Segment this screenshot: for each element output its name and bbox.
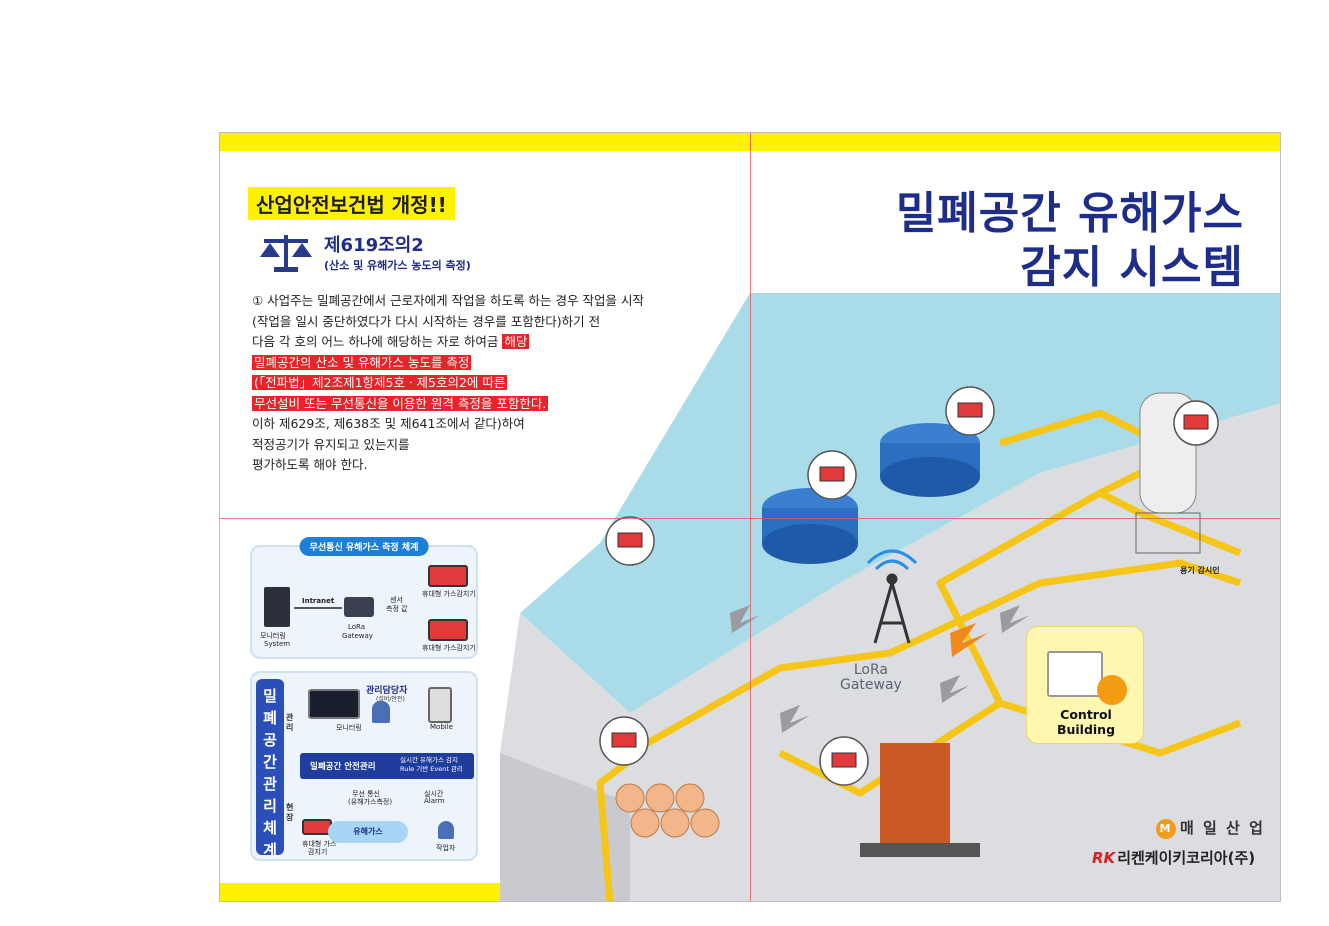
detector-label: 휴대형 가스감지기 [422,644,476,652]
alarm-label: Alarm [424,797,445,805]
detector-label-2: 감지기 [308,848,328,856]
article-number: 제619조의2 [324,235,424,256]
signal-bolt-icons [730,605,1030,733]
control-building-label: Control Building [1056,707,1116,737]
monitor-icon [1047,651,1103,697]
lora-tower-icon [866,549,918,644]
law-body-text: ① 사업주는 밀폐공간에서 근로자에게 작업을 하도록 하는 경우 작업을 시작… [252,291,732,476]
rk-logo-mark: RK [1092,849,1116,867]
sensor-label: 센서 [390,596,403,604]
wireless-measure-diagram: 무선통신 유해가스 측정 체계 모니터링 System Intranet LoR… [250,537,478,659]
mobile-label: Mobile [430,723,453,731]
gas-measure-label: (유해가스측정) [348,798,393,806]
sensor-bubbles [599,386,1219,786]
toxic-gas-cloud: 유해가스 [328,821,408,843]
manager-sublabel: (설비/안전) [376,696,405,703]
mobile-phone-icon [428,687,452,723]
gas-detector-icons [611,402,1209,768]
body-line: (작업을 일시 중단하였다가 다시 시작하는 경우를 포함한다)하기 전 [252,313,601,329]
worker-label: 작업자 [436,844,456,852]
main-title: 밀폐공간 유해가스 감지 시스템 [896,187,1244,295]
law-revision-title: 산업안전보건법 개정!! [248,187,455,220]
highlight-text: 해당 [502,334,530,349]
lora-gateway-label: LoRa Gateway [840,662,902,693]
system-label: System [264,640,291,648]
body-line: ① 사업주는 밀폐공간에서 근로자에게 작업을 하도록 하는 경우 작업을 시작 [252,293,644,308]
lora-label: LoRa [348,623,366,631]
intranet-line [294,607,342,609]
server-icon [264,587,290,627]
furnace [880,743,950,853]
operator-icon [1097,675,1127,705]
sea-area [520,293,1280,713]
worker-icon [438,821,454,839]
body-line: 적정공기가 유지되고 있는지를 [252,436,410,452]
title-line-1: 밀폐공간 유해가스 [895,188,1244,239]
scale-icon [260,235,312,272]
gas-detector-icon [428,565,468,587]
gateway-icon [344,597,374,617]
measure-label: 측정 값 [386,605,408,613]
pipe-bundle [615,783,720,838]
side-label-field: 현장 [286,803,294,822]
article-subtitle: (산소 및 유해가스 농도의 측정) [324,259,471,272]
intranet-label: Intranet [302,597,335,605]
manager-label: 관리담당자 [366,686,408,696]
body-line: (「전파법」제2조제1항제5호ㆍ제5호의2에 따른 [252,375,508,390]
detector-label: 휴대형 가스감지기 [422,590,476,598]
body-line: 무선설비 또는 무선통신을 이용한 원격 측정을 포함한다. [252,395,549,411]
monitor-screen-icon [308,689,360,719]
title-line-2: 감지 시스템 [1020,242,1244,293]
control-building-card: Control Building [1026,626,1144,744]
body-line: 다음 각 호의 어느 하나에 해당하는 자로 하여금 해당 [252,334,530,349]
brochure-page: 산업안전보건법 개정!! 제619조의2 (산소 및 유해가스 농도의 측정) … [219,132,1281,902]
monitor-label: 모니터링 [260,632,286,640]
gateway-label: Gateway [342,632,373,640]
orange-bolt-icon [950,623,988,657]
wireless-label: 무선 통신 [352,790,380,798]
manager-person-icon [372,701,390,723]
realtime-label: 실시간 [424,790,444,798]
vessel-watcher-label: 용기 감시인 [1180,566,1220,575]
gas-detector-icon [428,619,468,641]
side-label-admin: 관리 [286,713,294,732]
bar-main-label: 밀폐공간 안전관리 [310,762,376,772]
body-line: 평가하도록 해야 한다. [252,457,368,472]
body-line: 밀폐공간의 산소 및 유해가스 농도를 측정 [252,354,472,370]
monitor-label: 모니터링 [336,724,362,732]
body-line: 이하 제629조, 제638조 및 제641조에서 같다)하여 [252,416,525,431]
fold-guide-vertical [750,133,751,901]
plant-illustration [500,293,1280,901]
fold-guide-horizontal [220,518,1280,519]
maeil-logo-mark: M [1156,818,1176,839]
detector-label: 휴대형 가스 [302,840,337,848]
diagram-title: 무선통신 유해가스 측정 체계 [299,537,429,556]
